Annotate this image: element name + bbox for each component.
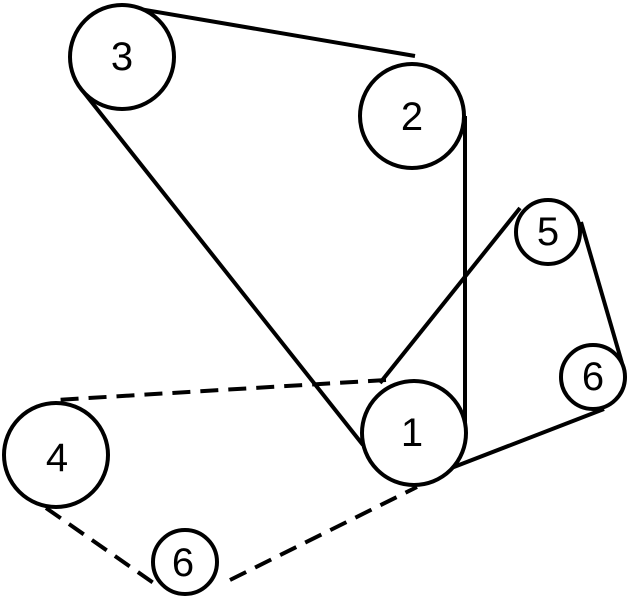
pulley-6-bottom: 6 (151, 528, 219, 596)
pulley-2: 2 (358, 62, 466, 170)
pulley-5: 5 (514, 198, 582, 266)
pulley-6-bottom-circle (151, 528, 219, 596)
pulley-6-bottom-label: 6 (172, 541, 194, 585)
pulley-4-circle (2, 401, 110, 509)
pulley-5-circle (514, 198, 582, 266)
pulley-1-circle (360, 379, 468, 487)
pulley-5-label: 5 (537, 210, 559, 254)
pulley-3-label: 3 (111, 35, 133, 79)
pulley-6-right-circle (559, 343, 627, 411)
pulley-4-label: 4 (46, 436, 68, 480)
pulley-3-circle (68, 3, 176, 111)
belt-segment-3-2 (121, 4, 416, 58)
pulley-3: 3 (68, 3, 176, 111)
belt-segment-1-5 (378, 206, 522, 385)
belt-1-4-6 (44, 378, 418, 586)
belt-1-5-6 (378, 206, 624, 479)
belt-segment-5-6 (579, 221, 624, 364)
belt-segment-6-1 (229, 485, 418, 582)
pulley-6-right: 6 (559, 343, 627, 411)
belt-segment-4-6 (44, 506, 157, 586)
belt-segment-6-1 (427, 407, 605, 479)
pulley-2-circle (358, 62, 466, 170)
pulley-1-label: 1 (401, 411, 423, 455)
belt-segment-1-4 (55, 378, 387, 402)
pulley-1: 1 (360, 379, 468, 487)
pulley-6-right-label: 6 (582, 355, 604, 399)
pulley-4: 4 (2, 401, 110, 509)
belt-segment-1-3 (80, 88, 365, 447)
pulley-2-label: 2 (401, 95, 423, 139)
